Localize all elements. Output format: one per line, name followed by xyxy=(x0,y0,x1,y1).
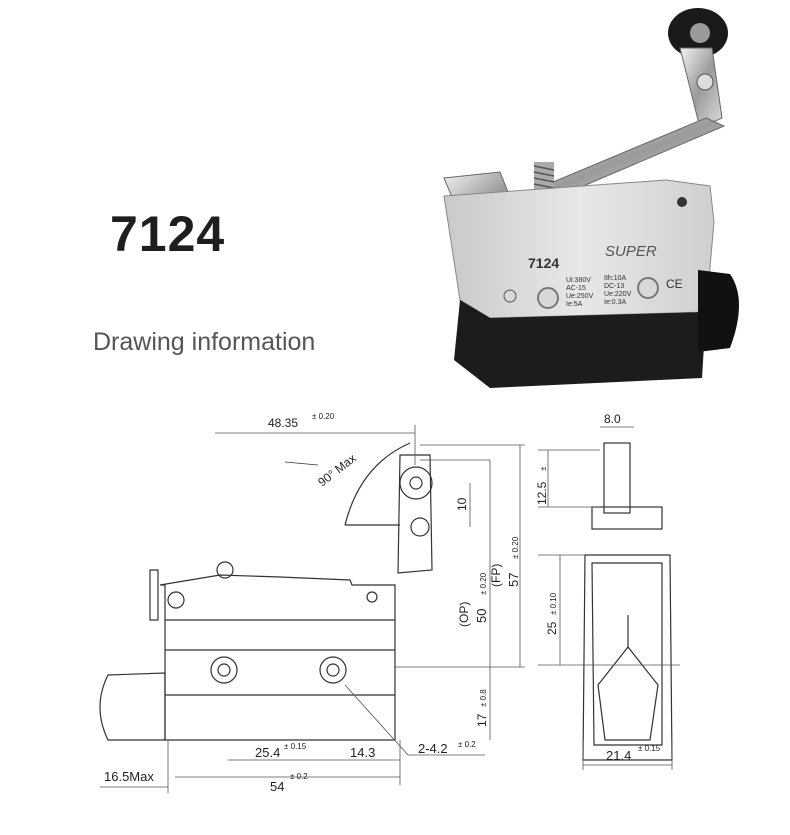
dim-op-value: 50 xyxy=(474,609,489,623)
dim-side-width: 21.4 xyxy=(606,748,631,763)
dim-lever-reach-tol: ± 0.20 xyxy=(312,412,335,421)
housing-model-label: 7124 xyxy=(528,255,559,271)
dim-holes: 2-4.2 xyxy=(418,741,448,756)
plunger-top xyxy=(216,561,234,579)
dim-op-label: (OP) xyxy=(457,602,471,627)
svg-text:DC-13: DC-13 xyxy=(604,283,624,290)
lever-arm xyxy=(532,47,726,197)
dim-hole-pitch: 25.4 xyxy=(255,745,280,760)
svg-text:Ui:380V: Ui:380V xyxy=(566,277,591,284)
dim-side-width-tol: ± 0.15 xyxy=(638,744,661,753)
svg-text:Ie:5A: Ie:5A xyxy=(566,301,583,308)
svg-text:Ue:250V: Ue:250V xyxy=(566,293,594,300)
pivot-hole xyxy=(167,591,185,609)
front-lever xyxy=(397,454,433,574)
dim-hole-pitch-tol: ± 0.15 xyxy=(284,742,307,751)
front-body-outline xyxy=(159,574,396,741)
dim-holes-tol: ± 0.2 xyxy=(458,740,476,749)
mount-hole-1 xyxy=(210,656,238,684)
rubber-boot xyxy=(698,270,739,352)
svg-text:Ie:0.3A: Ie:0.3A xyxy=(604,299,627,306)
mount-hole-left xyxy=(537,287,559,309)
mount-hole-2 xyxy=(319,656,347,684)
spec-text-left: Ui:380V AC-15 Ue:250V Ie:5A xyxy=(566,277,594,308)
spec-text-right: Ith:10A DC-13 Ue:220V Ie:0.3A xyxy=(604,275,632,306)
dim-roller-offset: 10 xyxy=(455,497,469,511)
dim-side-height-mid-tol: ± 0.10 xyxy=(549,592,558,615)
drawing-information-heading: Drawing information xyxy=(93,328,316,356)
dim-fp-tol: ± 0.20 xyxy=(511,536,520,559)
front-roller xyxy=(399,466,433,500)
model-number-heading: 7124 xyxy=(110,206,226,262)
dim-side-height-top-tol: ± xyxy=(539,466,548,471)
dim-lever-reach: 48.35 xyxy=(268,416,298,430)
ccc-mark-icon xyxy=(503,289,517,303)
dim-body-length-tol: ± 0.2 xyxy=(290,772,308,781)
limit-switch-photo: SUPER 7124 Ui:380V AC-15 Ue:250V Ie:5A I… xyxy=(443,8,739,388)
front-boot xyxy=(99,672,166,741)
dim-base-height: 17 xyxy=(475,713,489,727)
svg-text:Ue:220V: Ue:220V xyxy=(604,291,632,298)
dim-angle: 90° Max xyxy=(315,451,358,489)
dim-base-height-tol: ± 0.8 xyxy=(479,689,488,707)
dim-fp-label: (FP) xyxy=(489,564,503,587)
dim-fp-value: 57 xyxy=(506,573,521,587)
dimension-drawing: 48.35 ± 0.20 90° Max 10 (OP) 50 ± 0.20 (… xyxy=(99,412,680,794)
roller-wheel xyxy=(668,8,728,58)
dim-side-width-top: 8.0 xyxy=(604,412,621,426)
brand-label: SUPER xyxy=(605,243,657,260)
front-screw-hole xyxy=(366,591,378,603)
front-bracket xyxy=(149,569,159,621)
housing-screw-hole xyxy=(677,197,687,207)
svg-text:Ith:10A: Ith:10A xyxy=(604,275,627,282)
travel-arc xyxy=(344,442,411,526)
dim-hole-offset: 14.3 xyxy=(350,745,375,760)
switch-base xyxy=(454,300,706,388)
dim-plunger-length: 16.5Max xyxy=(104,769,154,784)
side-view xyxy=(582,442,673,761)
dim-side-height-mid: 25 xyxy=(545,621,559,635)
mount-hole-right xyxy=(637,277,659,299)
ce-mark: CE xyxy=(666,277,683,291)
svg-text:AC-15: AC-15 xyxy=(566,285,586,292)
dim-op-tol: ± 0.20 xyxy=(479,572,488,595)
dim-body-length: 54 xyxy=(270,779,284,794)
dim-side-height-top: 12.5 xyxy=(535,481,549,505)
